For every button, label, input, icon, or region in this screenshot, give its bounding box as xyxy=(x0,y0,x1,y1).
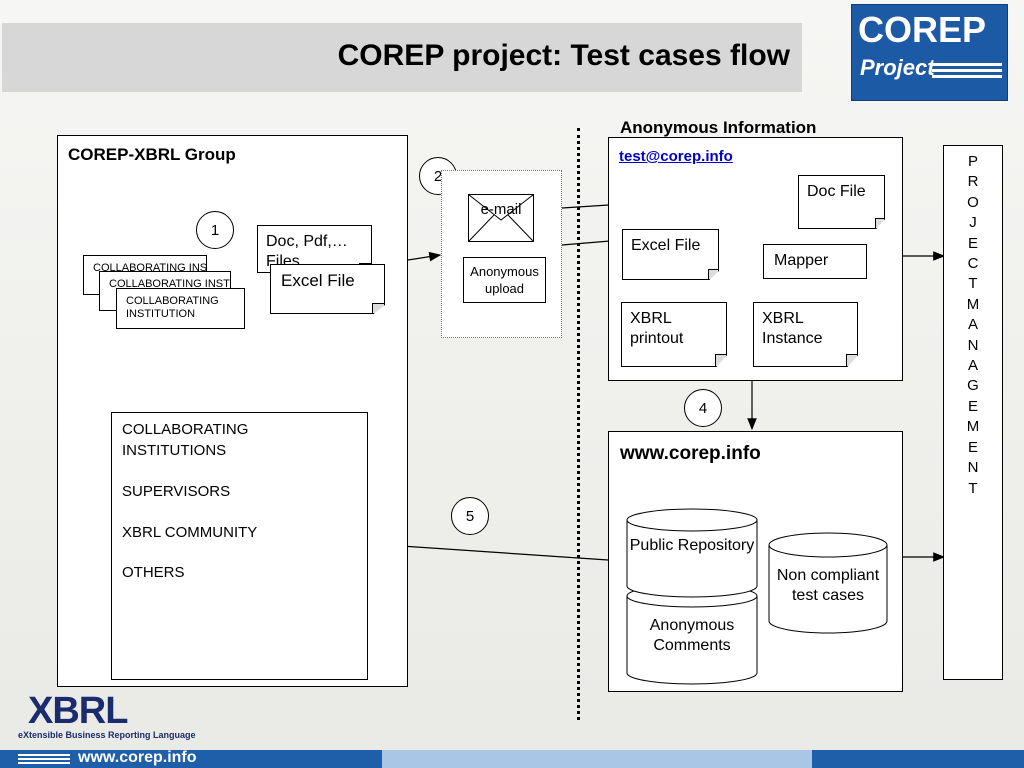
audience-box: COLLABORATING INSTITUTIONS SUPERVISORS X… xyxy=(111,412,368,680)
logo-text-project: Project xyxy=(860,55,935,80)
arrow-website-to-audience xyxy=(370,539,609,561)
xbrl-logo-text: XBRL xyxy=(28,690,128,732)
channels-box: e-mail Anonymous upload xyxy=(441,170,562,338)
footer-lines-icon xyxy=(18,754,70,766)
title-bar: COREP project: Test cases flow xyxy=(2,23,802,92)
audience-supervisors: SUPERVISORS xyxy=(122,483,231,500)
logo-lines-icon xyxy=(932,63,1002,79)
audience-xbrl-community: XBRL COMMUNITY xyxy=(122,523,258,541)
excel-file-label: Excel File xyxy=(281,271,355,290)
xbrl-instance-label: XBRL Instance xyxy=(762,310,823,347)
institution-card-3: COLLABORATING INSTITUTION xyxy=(116,288,245,329)
anonymous-comments-label: Anonymous Comments xyxy=(649,617,735,654)
xbrl-instance-doc: XBRL Instance xyxy=(753,302,858,367)
step-4-badge: 4 xyxy=(684,389,722,427)
page-title: COREP project: Test cases flow xyxy=(337,39,790,72)
pm-letter: M xyxy=(966,295,980,313)
doc-file-label: Doc File xyxy=(807,183,866,200)
footer-band: www.corep.info xyxy=(0,749,1024,768)
pm-letter: N xyxy=(967,336,979,354)
envelope-icon xyxy=(468,194,534,242)
email-channel-label: e-mail xyxy=(480,201,522,218)
logo-text-corep: COREP xyxy=(858,9,987,50)
anonymous-upload-button[interactable]: Anonymous upload xyxy=(463,257,546,303)
section-divider xyxy=(577,128,580,720)
xbrl-printout-doc: XBRL printout xyxy=(621,302,727,367)
pm-letter: T xyxy=(968,275,978,293)
doc-file-doc: Doc File xyxy=(798,175,885,229)
pm-letter: E xyxy=(967,234,978,252)
pm-letter: P xyxy=(967,153,978,170)
pm-letter: C xyxy=(967,255,979,273)
anonymous-info-heading: Anonymous Information xyxy=(620,118,817,137)
pm-letter: G xyxy=(967,377,979,395)
excel-file-anon-doc: Excel File xyxy=(622,229,719,280)
database-cylinders-icon xyxy=(626,508,758,685)
non-compliant-label: Non compliant test cases xyxy=(776,567,880,604)
test-email-link[interactable]: test@corep.info xyxy=(619,148,733,165)
xbrl-printout-label: XBRL printout xyxy=(630,310,684,347)
non-compliant-cylinder-icon xyxy=(768,532,888,634)
corep-logo: COREP Project xyxy=(851,4,1008,101)
step-5-badge: 5 xyxy=(451,497,489,535)
pm-letter: E xyxy=(967,397,978,415)
xbrl-tagline: eXtensible Business Reporting Language xyxy=(18,730,196,740)
audience-collaborating: COLLABORATING INSTITUTIONS xyxy=(122,421,249,459)
excel-file-doc: Excel File xyxy=(270,264,385,314)
excel-file-anon-label: Excel File xyxy=(631,237,701,254)
footer-light-segment xyxy=(382,750,812,768)
website-title: www.corep.info xyxy=(620,443,761,464)
pm-letter: O xyxy=(967,193,979,211)
pm-letter: J xyxy=(969,214,977,232)
pm-letter: A xyxy=(967,357,978,375)
pm-letter: A xyxy=(967,316,978,334)
audience-others: OTHERS xyxy=(122,564,185,581)
public-repository-label: Public Repository xyxy=(629,537,755,554)
footer-url-link[interactable]: www.corep.info xyxy=(78,749,197,766)
pm-letter: T xyxy=(968,479,978,497)
pm-letter: E xyxy=(967,438,978,456)
step-1-badge: 1 xyxy=(196,211,234,249)
group-title: COREP-XBRL Group xyxy=(68,145,236,164)
pm-letter: M xyxy=(966,418,980,436)
pm-letter: R xyxy=(967,173,979,191)
project-management-box: P R O J E C T M A N A G E M E N T xyxy=(943,145,1003,680)
mapper-box: Mapper xyxy=(763,244,867,279)
xbrl-logo: XBRL eXtensible Business Reporting Langu… xyxy=(18,690,196,748)
pm-letter: N xyxy=(967,459,979,477)
